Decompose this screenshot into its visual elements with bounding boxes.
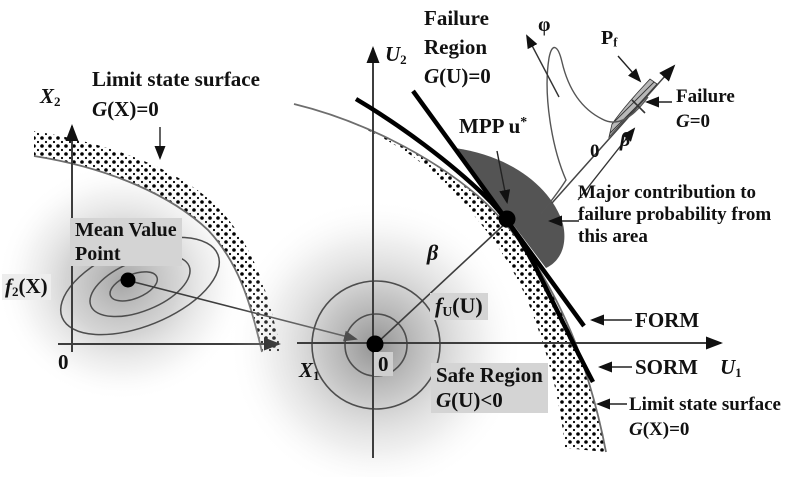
left-limit-state-label: Limit state surface G(X)=0 xyxy=(92,67,260,121)
u-pdf-circle-outer xyxy=(311,280,441,410)
phi-label: φ xyxy=(538,14,551,36)
beta-label: β xyxy=(427,240,439,265)
inset-hatched-pf-region xyxy=(608,78,658,139)
inset-beta-arrow xyxy=(577,127,636,201)
u-origin-label: 0 xyxy=(374,352,393,377)
beta-line xyxy=(376,219,510,344)
mpp-leader xyxy=(496,150,511,204)
inset-beta-label: β xyxy=(620,129,631,151)
pdf-inset xyxy=(526,34,676,215)
inset-beta-axis xyxy=(551,64,676,204)
mpp-dot xyxy=(498,210,516,228)
x1-axis-label: X1 xyxy=(299,358,320,383)
fuu-pdf-label: fU(U) xyxy=(430,293,488,320)
sorm-label: SORM xyxy=(635,355,698,379)
inset-normal-pdf-curve xyxy=(540,46,649,215)
inset-failure-label: Failure G=0 xyxy=(676,86,735,132)
x-limit-state-band xyxy=(34,131,281,352)
u-origin-dot xyxy=(366,335,384,353)
pf-label: Pf xyxy=(601,27,618,50)
x-origin-label: 0 xyxy=(58,350,69,374)
form-label: FORM xyxy=(635,308,700,332)
mpp-label: MPP u* xyxy=(459,114,528,138)
form-line xyxy=(411,89,586,328)
u1-axis-label: U1 xyxy=(720,355,742,380)
phi-axis-arrow xyxy=(526,34,560,98)
u2-axis-label: U2 xyxy=(385,42,407,67)
inset-origin-label: 0 xyxy=(590,141,600,162)
pf-leader xyxy=(617,55,642,83)
safe-region-label: Safe Region G(U)<0 xyxy=(431,363,548,413)
major-contribution-region xyxy=(455,148,565,268)
inset-beta-tick xyxy=(631,99,646,114)
major-contribution-label: Major contribution to failure probabilit… xyxy=(578,182,772,247)
mean-value-point-label: Mean Value Point xyxy=(70,218,182,266)
mean-point-dot xyxy=(120,272,136,288)
right-limit-state-label: Limit state surface G(X)=0 xyxy=(629,394,781,440)
failure-region-label: Failure Region G(U)=0 xyxy=(424,6,491,88)
f2x-pdf-label: f2(X) xyxy=(2,274,51,300)
x2-axis-label: X2 xyxy=(40,84,61,109)
